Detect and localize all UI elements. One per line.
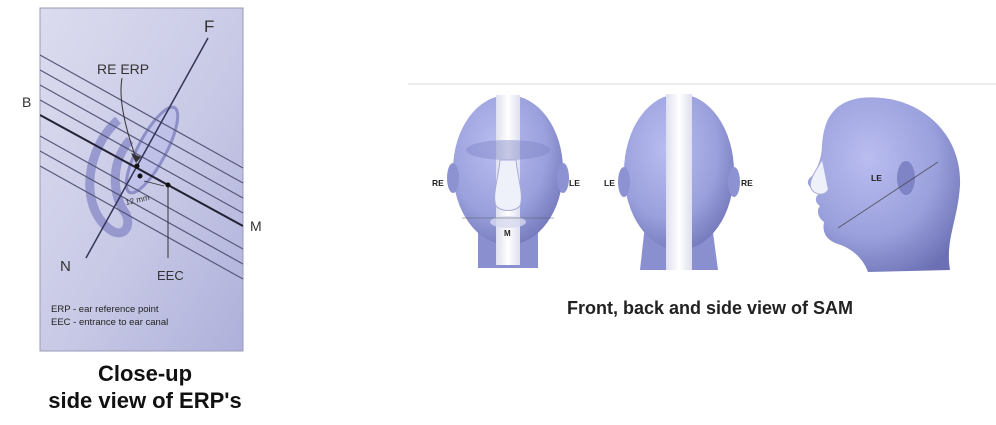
back-left-ear (618, 167, 630, 197)
sam-caption: Front, back and side view of SAM (430, 298, 990, 319)
erp-closeup-figure: F B M N RE ERP EEC 12 mm ERP - ear refer… (22, 8, 262, 351)
sam-back-head: LE RE (604, 94, 753, 270)
sam-side-head: LE (808, 97, 960, 272)
erp-point-2 (138, 174, 143, 179)
front-left-ear (447, 163, 459, 193)
front-nose-shape (495, 160, 522, 211)
side-head-shape (808, 97, 960, 272)
label-b: B (22, 94, 31, 110)
label-n: N (60, 258, 71, 275)
front-brow-shading (466, 140, 550, 160)
front-label-re: RE (432, 178, 444, 188)
sam-front-head: RE LE M (432, 95, 580, 268)
back-center-stripe (666, 94, 692, 270)
back-label-re: RE (741, 178, 753, 188)
legend-line-1: ERP - ear reference point (51, 304, 159, 315)
front-label-le: LE (569, 178, 580, 188)
erp-caption-line-1: Close-up (0, 360, 290, 387)
sam-figure: RE LE M LE RE LE (408, 84, 996, 272)
eec-point (166, 183, 171, 188)
erp-point (135, 164, 140, 169)
side-ear-shape (897, 161, 915, 195)
back-right-ear (728, 167, 740, 197)
front-label-m: M (504, 229, 511, 238)
back-label-le: LE (604, 178, 615, 188)
label-eec: EEC (157, 268, 184, 283)
erp-caption-line-2: side view of ERP's (0, 387, 290, 414)
side-label-le: LE (871, 173, 882, 183)
front-right-ear (557, 163, 569, 193)
label-m: M (250, 218, 262, 234)
label-re-erp: RE ERP (97, 61, 149, 77)
erp-caption: Close-up side view of ERP's (0, 360, 290, 414)
label-f: F (204, 17, 214, 36)
legend-line-2: EEC - entrance to ear canal (51, 317, 168, 328)
